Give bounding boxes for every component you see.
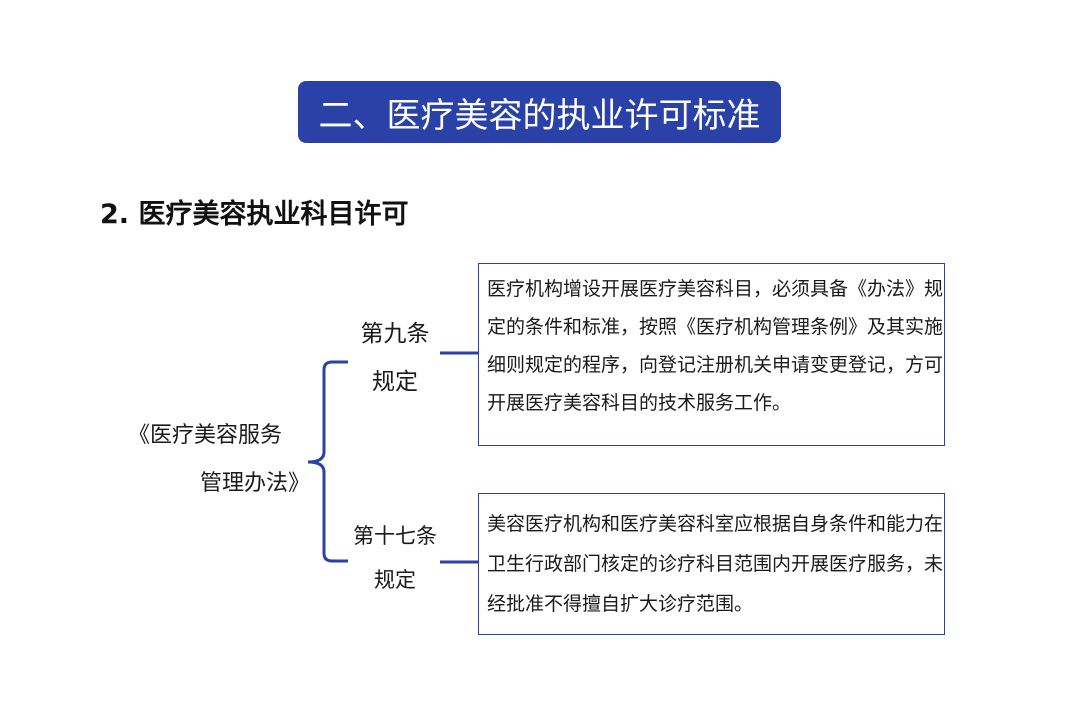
law-name-line2: 管理办法》 [199, 471, 310, 496]
law-name-line1: 《医疗美容服务 [128, 423, 283, 448]
article17-label: 第十七条 规定 [345, 514, 445, 602]
law-name: 《医疗美容服务 管理办法》 [118, 412, 318, 508]
main-bracket [307, 360, 348, 563]
article9-label: 第九条 规定 [345, 310, 445, 406]
article17-content-box: 美容医疗机构和医疗美容科室应根据自身条件和能力在卫生行政部门核定的诊疗科目范围内… [478, 493, 945, 635]
section-subtitle: 2. 医疗美容执业科目许可 [100, 199, 409, 230]
page-title: 二、医疗美容的执业许可标准 [318, 95, 761, 136]
article9-label-line2: 规定 [372, 369, 418, 395]
article17-label-line1: 第十七条 [353, 524, 437, 548]
article9-content-box: 医疗机构增设开展医疗美容科目，必须具备《办法》规定的条件和标准，按照《医疗机构管… [478, 263, 945, 446]
article17-label-line2: 规定 [374, 568, 416, 592]
article9-label-line1: 第九条 [360, 321, 430, 347]
title-banner: 二、医疗美容的执业许可标准 [298, 81, 781, 143]
